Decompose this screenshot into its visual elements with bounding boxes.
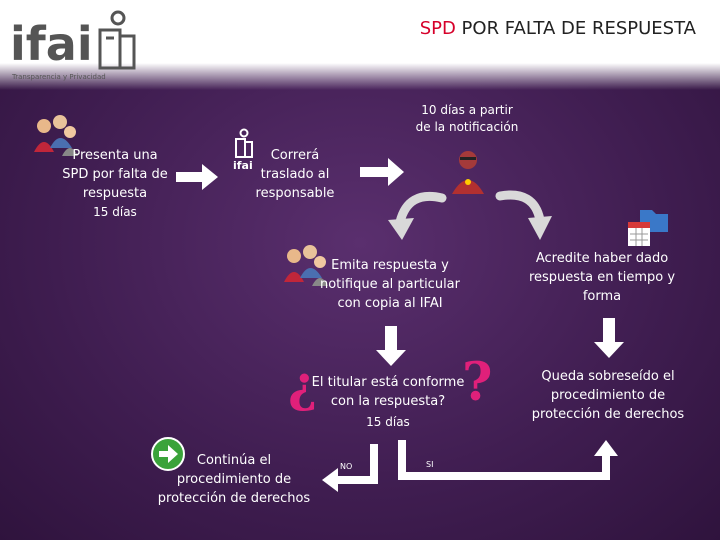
step-presenta-line: Presenta una [72, 148, 158, 163]
green-arrow-circle-icon [151, 437, 185, 471]
step-emita-line: con copia al IFAI [337, 296, 443, 311]
ifai-logo-mark: ifai Transparencia y Privacidad [10, 10, 136, 81]
title-rest: POR FALTA DE RESPUESTA [455, 18, 696, 39]
branch-si-label: SI [426, 460, 434, 469]
ifai-small-icon: ifai [233, 128, 253, 172]
step-pregunta: El titular está conforme con la respuest… [302, 373, 474, 432]
arrow-right-1 [176, 164, 218, 190]
people-group-icon-2 [284, 245, 328, 286]
step-sobreseido: Queda sobreseído el procedimiento de pro… [522, 367, 694, 424]
step-correra-line: responsable [255, 186, 335, 201]
step-presenta-line: SPD por falta de [62, 167, 168, 182]
step-continua-line: Continúa el [196, 453, 272, 468]
arrow-right-2 [360, 158, 404, 186]
logo-tagline: Transparencia y Privacidad [11, 73, 106, 81]
arrow-down-2 [594, 318, 624, 358]
step-notificacion-line: 10 días a partir [421, 103, 513, 117]
step-correra-line: Correrá [270, 148, 320, 163]
branch-no-connector [322, 444, 378, 492]
title-accent: SPD [419, 18, 456, 39]
question-close-mark: ? [462, 352, 493, 413]
people-group-icon [34, 115, 78, 156]
responsable-person-icon [452, 151, 484, 194]
calendar-folder-icon [628, 210, 668, 246]
step-sobreseido-line: Queda sobreseído el [541, 369, 675, 384]
step-continua-line: protección de derechos [157, 491, 311, 506]
step-correra: Correrá traslado al responsable [240, 146, 350, 203]
step-emita: Emita respuesta y notifique al particula… [310, 256, 470, 313]
step-notificacion: 10 días a partir de la notificación [397, 102, 537, 136]
step-presenta: Presenta una SPD por falta de respuesta … [50, 146, 180, 222]
step-presenta-days: 15 días [93, 205, 137, 219]
branch-si-connector [398, 440, 618, 480]
arrow-down-1 [376, 326, 406, 366]
step-pregunta-days: 15 días [366, 415, 410, 429]
step-sobreseido-line: protección de derechos [531, 407, 685, 422]
step-acredite-line: forma [582, 289, 622, 304]
step-pregunta-line: con la respuesta? [330, 394, 446, 409]
step-notificacion-line: de la notificación [415, 120, 519, 134]
logo-word: ifai [10, 17, 93, 71]
page-title: SPD POR FALTA DE RESPUESTA [420, 18, 696, 39]
branch-no-label: NO [340, 462, 353, 471]
step-continua-line: procedimiento de [176, 472, 292, 487]
question-open-mark: ¿ [288, 354, 318, 413]
step-sobreseido-line: procedimiento de [550, 388, 666, 403]
curved-arrow-right [495, 190, 552, 240]
step-continua: Continúa el procedimiento de protección … [154, 451, 314, 508]
ifai-logo: ifai Transparencia y Privacidad [10, 8, 150, 88]
step-correra-line: traslado al [260, 167, 330, 182]
curved-arrow-left [388, 192, 447, 240]
step-emita-line: Emita respuesta y [331, 258, 449, 273]
ballot-box-icon [98, 10, 136, 70]
step-presenta-line: respuesta [82, 186, 148, 201]
step-acredite: Acredite haber dado respuesta en tiempo … [520, 249, 684, 306]
ifai-small-caption: ifai [233, 159, 253, 172]
step-emita-line: notifique al particular [319, 277, 460, 292]
step-acredite-line: respuesta en tiempo y [528, 270, 676, 285]
step-pregunta-line: El titular está conforme [311, 375, 465, 390]
step-acredite-line: Acredite haber dado [535, 251, 669, 266]
